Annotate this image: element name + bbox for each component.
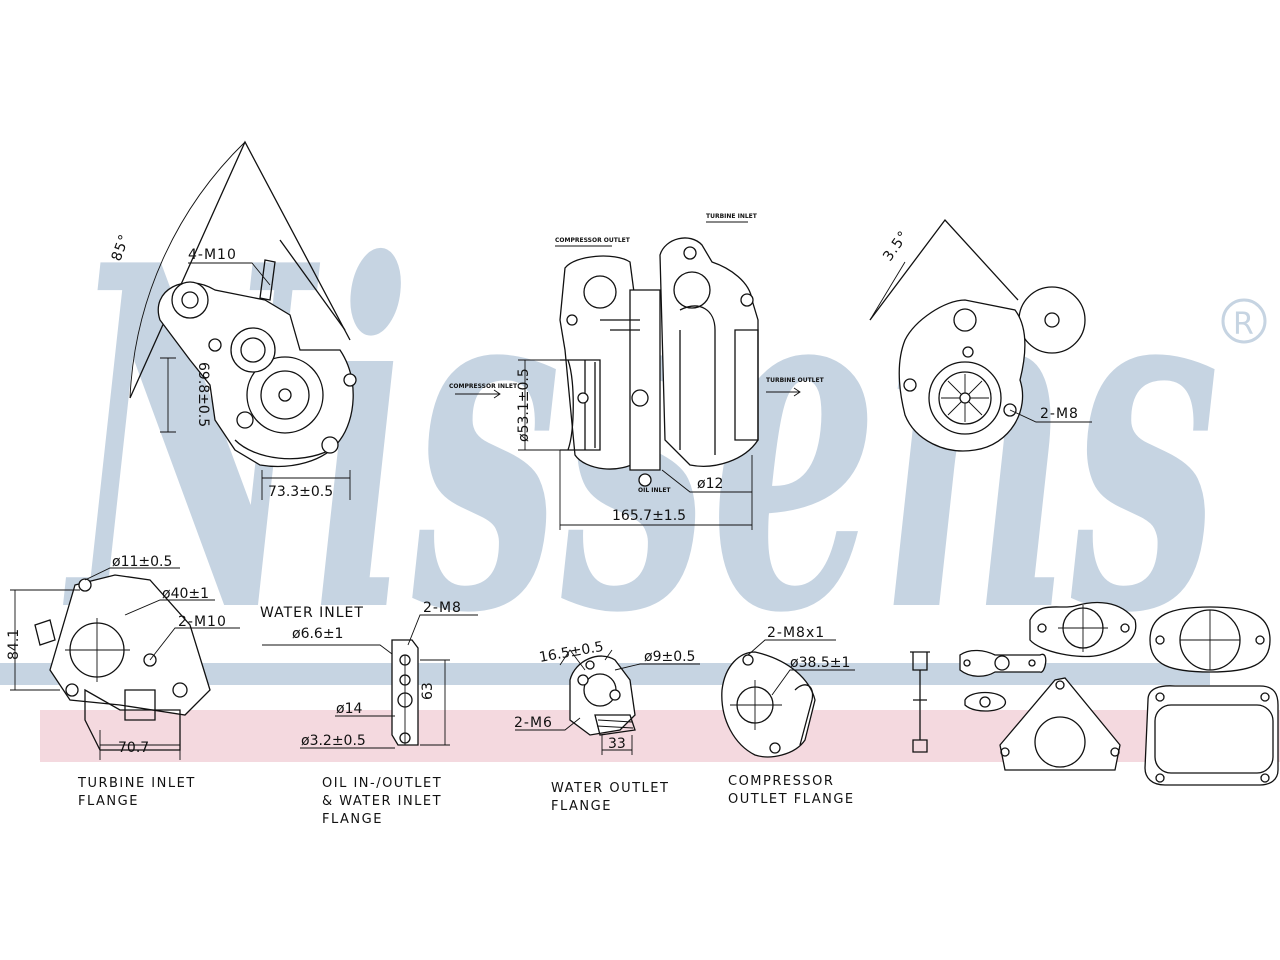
turbine-flange-width: 70.7 — [118, 740, 149, 756]
oil-flange-water-dia: ø6.6±1 — [292, 626, 343, 642]
compressor-flange-caption-1: COMPRESSOR — [728, 774, 834, 789]
compressor-flange-bolts: 2-M8x1 — [767, 625, 825, 641]
note-oil-inlet: OIL INLET — [638, 487, 671, 494]
turbine-flange-hole-dia: ø11±0.5 — [112, 554, 172, 570]
oil-flange-water-inlet: WATER INLET — [260, 605, 364, 621]
oil-flange-caption-1: OIL IN-/OUTLET — [322, 776, 442, 791]
water-flange-caption-1: WATER OUTLET — [551, 781, 669, 796]
turbine-width-dim: 73.3±0.5 — [268, 484, 333, 500]
compressor-outlet-flange: 2-M8x1 ø38.5±1 COMPRESSOR OUTLET FLANGE — [721, 625, 855, 807]
side-inlet-diameter: ø53.1±0.5 — [516, 368, 532, 442]
water-flange-caption-2: FLANGE — [551, 799, 612, 814]
water-flange-bolts: 2-M6 — [514, 715, 553, 731]
oil-flange-bolts: 2-M8 — [423, 600, 462, 616]
turbine-inlet-flange: ø11±0.5 ø40±1 2-M10 84.1 70.7 TURBINE IN… — [6, 554, 240, 809]
note-compressor-outlet: COMPRESSOR OUTLET — [555, 237, 631, 244]
water-flange-dia: ø9±0.5 — [644, 649, 695, 665]
turbine-flange-height: 84.1 — [6, 629, 22, 660]
oil-flange-height: 63 — [420, 682, 436, 700]
turbine-height-dim: 69.8±0.5 — [195, 362, 211, 427]
note-turbine-inlet: TURBINE INLET — [706, 213, 758, 220]
oil-flange-caption-2: & WATER INLET — [322, 794, 442, 809]
turbine-flange-bolts: 2-M10 — [178, 614, 227, 630]
turbine-end-view: 85° 4-M10 69.8±0.5 73.3±0.5 — [109, 140, 357, 500]
side-length-dim: 165.7±1.5 — [612, 508, 686, 524]
turbine-bolts-label: 4-M10 — [188, 247, 237, 263]
note-turbine-outlet: TURBINE OUTLET — [766, 377, 825, 384]
note-compressor-inlet: COMPRESSOR INLET — [449, 383, 518, 390]
registered-mark: R — [1233, 307, 1254, 342]
compressor-flange-dia: ø38.5±1 — [790, 655, 850, 671]
registered-circle — [1221, 298, 1267, 344]
gaskets — [910, 601, 1279, 786]
compressor-bolts-label: 2-M8 — [1040, 406, 1079, 422]
turbocharger-side-view: COMPRESSOR OUTLET TURBINE INLET COMPRESS… — [449, 213, 825, 530]
compressor-flange-caption-2: OUTLET FLANGE — [728, 792, 855, 807]
turbine-flange-bore-dia: ø40±1 — [162, 586, 209, 602]
oil-flange-dia-small: ø3.2±0.5 — [301, 733, 366, 749]
water-flange-width: 33 — [608, 736, 626, 752]
oil-water-inlet-flange: WATER INLET ø6.6±1 2-M8 63 ø14 ø3.2±0.5 … — [260, 600, 478, 827]
side-small-diameter: ø12 — [697, 476, 723, 492]
oil-flange-caption-3: FLANGE — [322, 812, 383, 827]
turbine-flange-caption-2: FLANGE — [78, 794, 139, 809]
turbine-flange-caption-1: TURBINE INLET — [77, 776, 196, 791]
oil-flange-dia-14: ø14 — [336, 701, 362, 717]
